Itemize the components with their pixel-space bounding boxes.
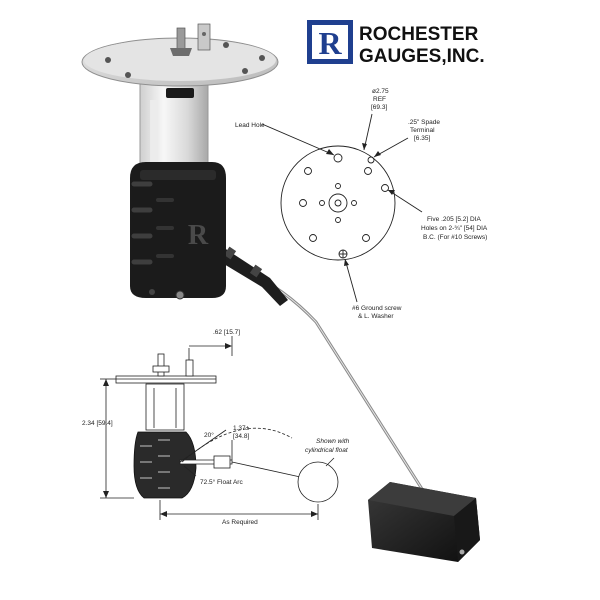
dim-angle-label: 20° bbox=[204, 431, 214, 439]
float-note-2: cylindrical float bbox=[305, 447, 349, 454]
sender-body bbox=[130, 162, 226, 298]
float-arc-label: 72.5° Float Arc bbox=[200, 478, 243, 486]
spade-label-1: .25" Spade bbox=[408, 119, 440, 126]
spade-terminal-hole bbox=[367, 156, 375, 164]
side-flange bbox=[115, 375, 217, 384]
brand-logo: R ROCHESTER GAUGES,INC. bbox=[307, 20, 485, 67]
dim-137-label: 1.37± bbox=[233, 425, 250, 432]
diameter-label: ø2.75 bbox=[372, 88, 389, 95]
spade-label-2: Terminal bbox=[410, 127, 435, 134]
body-logo: R bbox=[188, 220, 209, 251]
dim-137-mm-label: [34.8] bbox=[233, 433, 249, 440]
spade-terminal bbox=[197, 23, 211, 51]
lead-hole-label: Lead Hole bbox=[235, 122, 265, 129]
lead-hole bbox=[333, 153, 343, 163]
brand-line-1: ROCHESTER bbox=[359, 24, 479, 45]
dim-height-label: 2.34 [59.4] bbox=[82, 420, 113, 427]
ground-screw-photo bbox=[175, 290, 185, 300]
spade-label-3: [6.35] bbox=[414, 135, 430, 142]
holes-label-3: B.C. (For #10 Screws) bbox=[423, 234, 487, 241]
diameter-mm-label: [69.3] bbox=[371, 104, 387, 111]
flange-arrowheads bbox=[326, 143, 395, 266]
holes-label-2: Holes on 2-¾" [54] DIA bbox=[421, 225, 488, 232]
as-required-label: As Required bbox=[222, 519, 258, 526]
brand-line-2: GAUGES,INC. bbox=[359, 46, 485, 67]
ground-label-1: #6 Ground screw bbox=[352, 305, 402, 312]
ground-label-2: & L. Washer bbox=[358, 313, 394, 320]
holes-label-1: Five .205 [5.2] DIA bbox=[427, 216, 481, 223]
logo-letter: R bbox=[318, 25, 342, 61]
dim-top-label: .62 [15.7] bbox=[213, 329, 240, 336]
flange-top-view bbox=[261, 113, 423, 303]
side-arrowheads bbox=[103, 343, 318, 517]
flange-outline bbox=[280, 145, 396, 261]
side-tube bbox=[145, 383, 185, 431]
cylindrical-float bbox=[297, 461, 339, 503]
side-body bbox=[133, 431, 197, 499]
sender-photo: R bbox=[81, 23, 480, 562]
side-view-drawing bbox=[100, 336, 339, 520]
float-note-1: Shown with bbox=[316, 438, 350, 445]
diameter-ref-label: REF bbox=[373, 96, 386, 103]
